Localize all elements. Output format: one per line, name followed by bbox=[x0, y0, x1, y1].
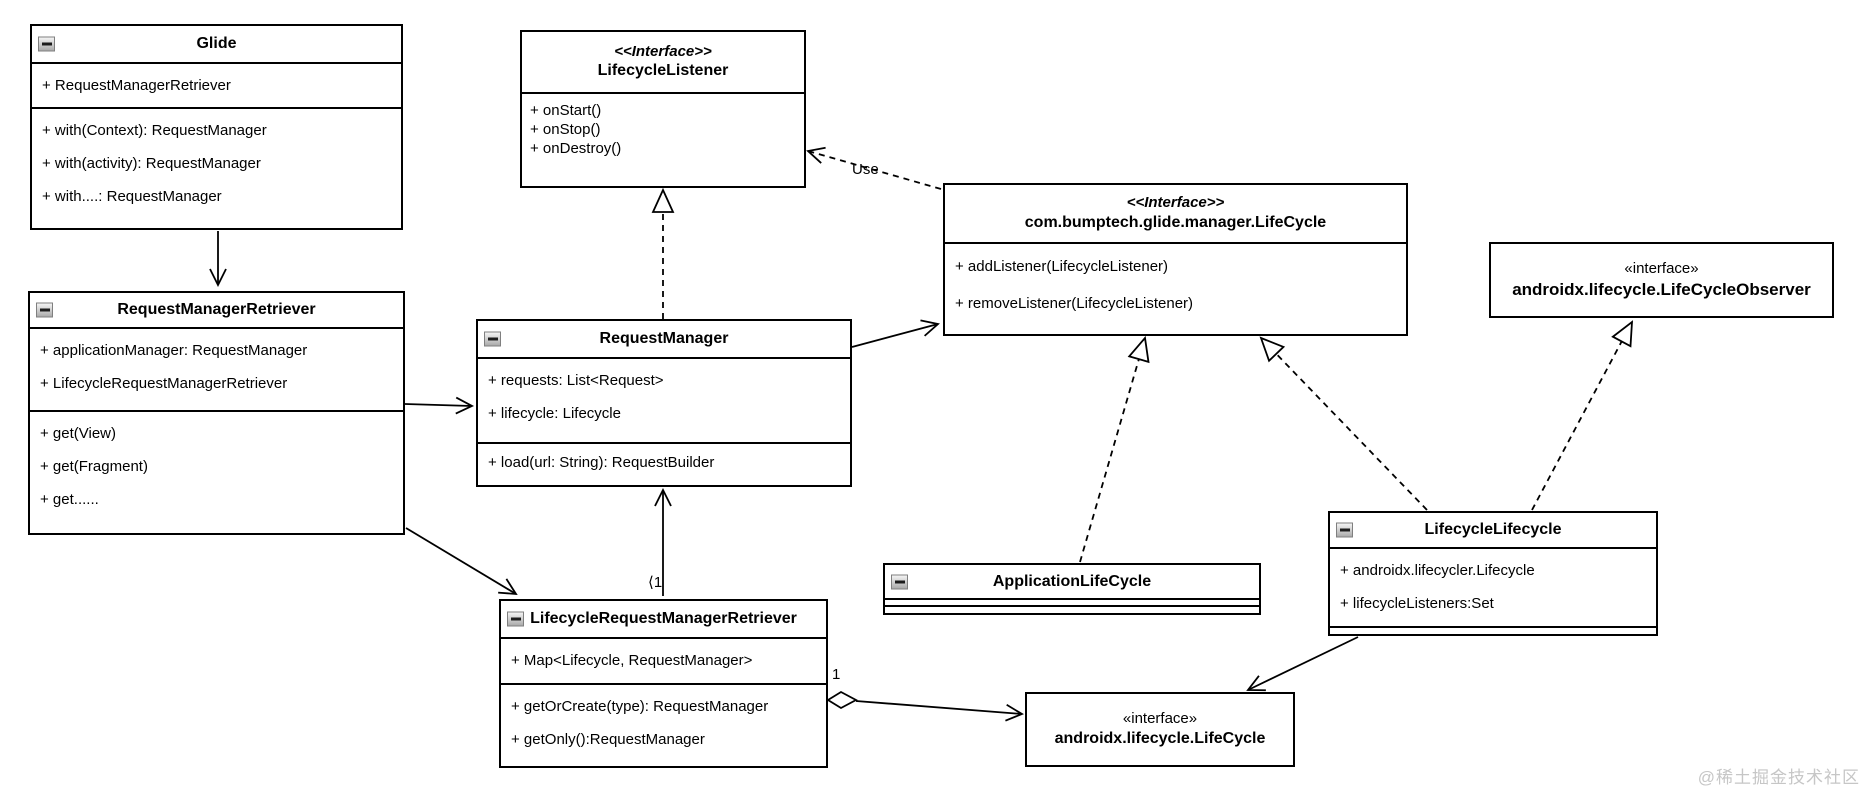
class-box-requestmanager: RequestManager + requests: List<Request>… bbox=[476, 319, 852, 487]
member-line: + get(Fragment) bbox=[40, 458, 148, 475]
minus-glyph bbox=[1339, 528, 1350, 532]
minus-glyph bbox=[39, 308, 50, 312]
member-line: + with(activity): RequestManager bbox=[42, 155, 261, 172]
class-box-lifecyclelifecycle: LifecycleLifecycle + androidx.lifecycler… bbox=[1328, 511, 1658, 636]
minus-glyph bbox=[487, 337, 498, 341]
member-line: + onStart() bbox=[530, 102, 602, 119]
class-name: androidx.lifecycle.LifeCycle bbox=[1054, 729, 1266, 747]
minus-glyph bbox=[894, 580, 905, 583]
class-box-requestmanagerretriever: RequestManagerRetriever + applicationMan… bbox=[28, 291, 405, 535]
class-title-bar: «interface» androidx.lifecycle.LifeCycle bbox=[1027, 694, 1293, 765]
multiplicity-label-angle-one: ⟨1 bbox=[648, 574, 663, 591]
member-line: + RequestManagerRetriever bbox=[42, 77, 231, 94]
aggregation-diamond bbox=[826, 690, 858, 710]
member-line: + get...... bbox=[40, 491, 99, 508]
class-name: LifecycleListener bbox=[597, 62, 729, 80]
class-name: LifecycleLifecycle bbox=[1424, 521, 1562, 538]
class-box-applicationlifecycle: ApplicationLifeCycle bbox=[883, 563, 1261, 615]
member-line: + onDestroy() bbox=[530, 140, 622, 157]
minus-glyph bbox=[510, 617, 521, 621]
interface-box-androidx-lifecycle: «interface» androidx.lifecycle.LifeCycle bbox=[1025, 692, 1295, 767]
empty-methods-section bbox=[1330, 628, 1656, 634]
interface-box-lifecyclelistener: <<Interface>> LifecycleListener + onStar… bbox=[520, 30, 806, 188]
interface-box-glide-lifecycle: <<Interface>> com.bumptech.glide.manager… bbox=[943, 183, 1408, 336]
member-line: + requests: List<Request> bbox=[488, 372, 664, 389]
edge-lifecycleretriever-aggregates-androidxlifecycle bbox=[855, 700, 1025, 722]
edge-retriever-to-lifecycleretriever bbox=[405, 527, 518, 596]
member-line: + lifecycleListeners:Set bbox=[1340, 595, 1494, 612]
class-title-bar: LifecycleLifecycle bbox=[1330, 513, 1656, 549]
attributes-section: + Map<Lifecycle, RequestManager> bbox=[501, 639, 826, 685]
class-name: RequestManagerRetriever bbox=[117, 301, 316, 318]
member-line: + onStop() bbox=[530, 121, 601, 138]
interface-box-lifecycleobserver: «interface» androidx.lifecycle.LifeCycle… bbox=[1489, 242, 1834, 318]
class-box-glide: Glide + RequestManagerRetriever + with(C… bbox=[30, 24, 403, 230]
member-line: + applicationManager: RequestManager bbox=[40, 342, 308, 359]
edge-lifecyclelifecycle-realizes-glidelifecycle bbox=[1261, 338, 1428, 511]
edge-lifecyclelifecycle-realizes-observer bbox=[1531, 322, 1632, 511]
class-title-bar: Glide bbox=[32, 26, 401, 64]
methods-section: + load(url: String): RequestBuilder bbox=[478, 444, 850, 485]
class-title-bar: RequestManagerRetriever bbox=[30, 293, 403, 329]
collapse-minus-icon[interactable] bbox=[1336, 522, 1353, 538]
collapse-minus-icon[interactable] bbox=[36, 302, 53, 318]
edge-requestmanager-to-glidelifecycle bbox=[851, 319, 940, 348]
dependency-label-use: Use bbox=[852, 161, 879, 178]
methods-section: + with(Context): RequestManager + with(ac… bbox=[32, 109, 401, 226]
methods-section: + getOrCreate(type): RequestManager + get… bbox=[501, 685, 826, 766]
class-name: ApplicationLifeCycle bbox=[992, 572, 1152, 590]
member-line: + load(url: String): RequestBuilder bbox=[488, 454, 715, 471]
class-name: com.bumptech.glide.manager.LifeCycle bbox=[1024, 213, 1327, 231]
collapse-minus-icon[interactable] bbox=[891, 574, 908, 589]
class-name: LifecycleRequestManagerRetriever bbox=[530, 610, 797, 627]
edge-lifecyclelifecycle-to-androidxlifecycle bbox=[1246, 636, 1359, 692]
attributes-section: + RequestManagerRetriever bbox=[32, 64, 401, 109]
member-line: + addListener(LifecycleListener) bbox=[955, 258, 1169, 275]
class-title-bar: RequestManager bbox=[478, 321, 850, 359]
collapse-minus-icon[interactable] bbox=[507, 611, 524, 627]
class-title-bar: LifecycleRequestManagerRetriever bbox=[501, 601, 826, 639]
stereotype-label: «interface» bbox=[1624, 260, 1699, 277]
methods-section: + onStart() + onStop() + onDestroy() bbox=[522, 94, 804, 184]
member-line: + androidx.lifecycler.Lifecycle bbox=[1340, 562, 1535, 579]
member-line: + removeListener(LifecycleListener) bbox=[955, 295, 1194, 312]
edge-applicationlifecycle-realizes-glidelifecycle bbox=[1079, 338, 1145, 563]
class-box-lifecyclerequestmanagerretriever: LifecycleRequestManagerRetriever + Map<L… bbox=[499, 599, 828, 768]
empty-attributes-section bbox=[885, 600, 1259, 607]
stereotype-label: «interface» bbox=[1122, 710, 1198, 728]
class-title-bar: ApplicationLifeCycle bbox=[885, 565, 1259, 600]
stereotype-label: <<Interface>> bbox=[614, 42, 712, 60]
collapse-minus-icon[interactable] bbox=[484, 331, 501, 347]
stereotype-label: <<Interface>> bbox=[1126, 194, 1225, 212]
class-name: androidx.lifecycle.LifeCycleObserver bbox=[1512, 279, 1811, 299]
member-line: + Map<Lifecycle, RequestManager> bbox=[511, 652, 753, 669]
member-line: + LifecycleRequestManagerRetriever bbox=[40, 375, 288, 392]
collapse-minus-icon[interactable] bbox=[38, 36, 55, 52]
member-line: + lifecycle: Lifecycle bbox=[488, 405, 621, 422]
class-title-bar: «interface» androidx.lifecycle.LifeCycle… bbox=[1491, 244, 1832, 316]
member-line: + getOnly():RequestManager bbox=[511, 731, 705, 748]
member-line: + get(View) bbox=[40, 425, 117, 442]
attributes-section: + requests: List<Request> + lifecycle: Li… bbox=[478, 359, 850, 444]
empty-methods-section bbox=[885, 607, 1259, 613]
multiplicity-label-one: 1 bbox=[832, 666, 841, 683]
member-line: + with....: RequestManager bbox=[42, 188, 222, 205]
methods-section: + addListener(LifecycleListener) + remove… bbox=[945, 244, 1406, 332]
watermark-text: @稀土掘金技术社区 bbox=[1697, 768, 1860, 787]
member-line: + getOrCreate(type): RequestManager bbox=[511, 698, 769, 715]
minus-glyph bbox=[41, 42, 52, 46]
class-name: Glide bbox=[196, 35, 237, 52]
class-title-bar: <<Interface>> com.bumptech.glide.manager… bbox=[945, 185, 1406, 244]
attributes-section: + androidx.lifecycler.Lifecycle + lifecyc… bbox=[1330, 549, 1656, 628]
class-name: RequestManager bbox=[599, 330, 729, 347]
member-line: + with(Context): RequestManager bbox=[42, 122, 267, 139]
class-title-bar: <<Interface>> LifecycleListener bbox=[522, 32, 804, 94]
methods-section: + get(View) + get(Fragment) + get...... bbox=[30, 412, 403, 533]
edge-retriever-to-requestmanager bbox=[404, 396, 475, 415]
attributes-section: + applicationManager: RequestManager + Li… bbox=[30, 329, 403, 412]
